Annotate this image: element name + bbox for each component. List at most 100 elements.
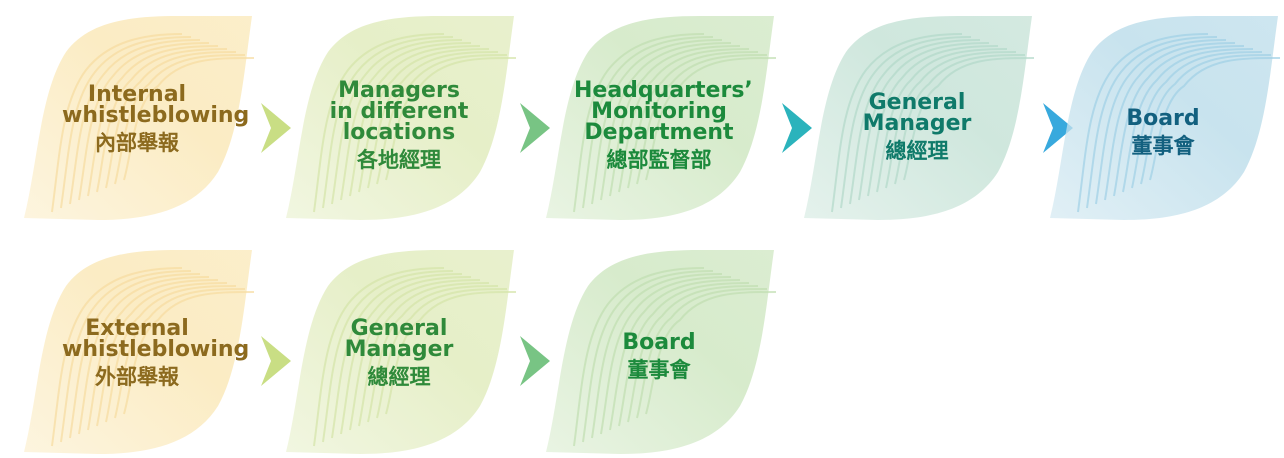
leaf-texture-line bbox=[903, 57, 1035, 181]
leaf-texture-line bbox=[1140, 54, 1272, 185]
leaf-texture-line bbox=[636, 288, 768, 419]
leaf-texture-line bbox=[591, 39, 723, 205]
leaf-texture-line bbox=[618, 282, 750, 427]
leaf-texture-line bbox=[831, 33, 963, 213]
leaf-texture-line bbox=[69, 273, 201, 439]
leaf-texture-line bbox=[114, 54, 246, 185]
node-label-zh: 董事會 bbox=[627, 357, 691, 382]
leaf-texture-line bbox=[87, 279, 219, 431]
leaf-texture-line bbox=[385, 291, 517, 415]
leaf-texture-line bbox=[105, 51, 237, 189]
leaf-texture-line bbox=[78, 276, 210, 435]
leaf-texture-line bbox=[645, 57, 777, 181]
leaf-texture-line bbox=[609, 45, 741, 197]
leaf-shape bbox=[1050, 16, 1281, 220]
leaf-texture-line bbox=[582, 36, 714, 209]
leaf-texture-line bbox=[114, 288, 246, 419]
leaf-texture-line bbox=[582, 270, 714, 443]
leaf-texture-line bbox=[858, 42, 990, 201]
leaf-texture-line bbox=[105, 285, 237, 423]
leaf-texture-line bbox=[349, 45, 481, 197]
node-general-manager: General Manager 總經理 bbox=[798, 12, 1036, 224]
flow-arrow bbox=[520, 336, 550, 386]
leaf-texture-line bbox=[322, 270, 454, 443]
arrow-chevron-icon bbox=[782, 103, 812, 153]
leaf-texture-line bbox=[313, 33, 445, 213]
leaf-texture-line bbox=[96, 282, 228, 427]
leaf-texture-line bbox=[1149, 57, 1281, 181]
node-label-zh: 內部舉報 bbox=[95, 130, 179, 155]
node-internal-whistleblowing: Internal whistleblowing 內部舉報 bbox=[18, 12, 256, 224]
arrow-chevron-icon bbox=[520, 336, 550, 386]
leaf-texture-line bbox=[123, 291, 255, 415]
node-external-whistleblowing: External whistleblowing 外部舉報 bbox=[18, 246, 256, 458]
leaf-texture-line bbox=[331, 39, 463, 205]
leaf-texture-line bbox=[322, 36, 454, 209]
leaf-texture-line bbox=[840, 36, 972, 209]
leaf-texture-line bbox=[96, 48, 228, 193]
arrow-chevron-shape bbox=[520, 336, 550, 386]
leaf-texture-line bbox=[636, 54, 768, 185]
leaf-texture-line bbox=[1113, 45, 1245, 197]
leaf-texture-line bbox=[1122, 48, 1254, 193]
node-label-en: General Manager bbox=[862, 90, 972, 136]
leaf-shape bbox=[24, 250, 255, 454]
node-label-zh: 總部監督部 bbox=[606, 147, 712, 172]
leaf-texture-line bbox=[385, 57, 517, 181]
flow-arrow bbox=[520, 103, 550, 153]
leaf-texture-line bbox=[340, 276, 472, 435]
leaf-texture-line bbox=[1131, 51, 1263, 189]
flow-arrow bbox=[261, 336, 291, 386]
arrow-chevron-icon bbox=[1043, 103, 1073, 153]
node-label-zh: 總經理 bbox=[367, 364, 431, 389]
leaf-texture-line bbox=[573, 267, 705, 447]
leaf-texture-line bbox=[609, 279, 741, 431]
arrow-chevron-shape bbox=[261, 336, 291, 386]
leaf-texture-line bbox=[573, 33, 705, 213]
node-label-zh: 各地經理 bbox=[357, 147, 441, 172]
leaf-texture-line bbox=[358, 282, 490, 427]
leaf-shape bbox=[24, 16, 255, 220]
leaf-texture-line bbox=[867, 45, 999, 197]
node-headquarters-monitoring: Headquarters’ Monitoring Department 總部監督… bbox=[540, 12, 778, 224]
node-label-en: Board bbox=[622, 330, 696, 355]
node-label-zh: 總經理 bbox=[885, 138, 949, 163]
leaf-texture-line bbox=[1086, 36, 1218, 209]
leaf-texture-line bbox=[340, 42, 472, 201]
leaf-texture-line bbox=[367, 51, 499, 189]
leaf-texture-line bbox=[876, 48, 1008, 193]
leaf-texture-line bbox=[645, 291, 777, 415]
leaf-texture-line bbox=[123, 57, 255, 181]
leaf-texture-line bbox=[60, 36, 192, 209]
arrow-chevron-shape bbox=[261, 103, 291, 153]
leaf-texture-line bbox=[591, 273, 723, 439]
leaf-texture-line bbox=[376, 288, 508, 419]
leaf-texture-line bbox=[51, 267, 183, 447]
node-label-en: Internal whistleblowing bbox=[62, 82, 250, 128]
leaf-texture-line bbox=[1095, 39, 1227, 205]
arrow-chevron-shape bbox=[782, 103, 812, 153]
arrow-chevron-icon bbox=[520, 103, 550, 153]
arrow-chevron-shape bbox=[520, 103, 550, 153]
leaf-shape bbox=[546, 16, 777, 220]
leaf-shape bbox=[546, 250, 777, 454]
leaf-texture-line bbox=[349, 279, 481, 431]
leaf-texture-line bbox=[78, 42, 210, 201]
leaf-texture-line bbox=[69, 39, 201, 205]
leaf-texture-line bbox=[894, 54, 1026, 185]
node-label-zh: 董事會 bbox=[1131, 133, 1195, 158]
node-label-zh: 外部舉報 bbox=[95, 364, 179, 389]
node-board: Board 董事會 bbox=[540, 246, 778, 458]
flow-arrow bbox=[782, 103, 812, 153]
leaf-texture-line bbox=[627, 285, 759, 423]
leaf-texture-line bbox=[87, 45, 219, 197]
node-label-en: Headquarters’ Monitoring Department bbox=[574, 78, 753, 145]
node-general-manager: General Manager 總經理 bbox=[280, 246, 518, 458]
leaf-shape bbox=[286, 16, 517, 220]
leaf-texture-line bbox=[376, 54, 508, 185]
leaf-texture-line bbox=[1104, 42, 1236, 201]
arrow-chevron-icon bbox=[261, 336, 291, 386]
arrow-chevron-icon bbox=[261, 103, 291, 153]
node-board: Board 董事會 bbox=[1044, 12, 1282, 224]
leaf-shape bbox=[286, 250, 517, 454]
